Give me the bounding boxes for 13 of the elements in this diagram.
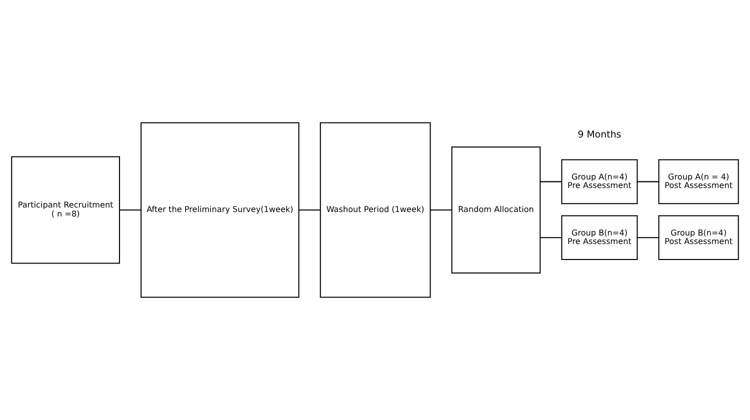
connector — [540, 181, 562, 182]
node-box: Group A(n=4) Pre Assessment — [561, 159, 638, 204]
connector — [638, 237, 659, 238]
node-box: Participant Recruitment ( n =8) — [11, 156, 120, 264]
node-box: Group B(n=4) Pre Assessment — [561, 215, 638, 260]
connector — [638, 181, 659, 182]
node-box: Group A(n = 4) Post Assessment — [658, 159, 739, 204]
label: 9 Months — [578, 130, 622, 141]
connector — [540, 237, 562, 238]
node-box: Group B(n=4) Post Assessment — [658, 215, 739, 260]
node-box: Random Allocation — [451, 146, 541, 274]
node-box: After the Preliminary Survey(1week) — [140, 122, 300, 298]
node-box: Washout Period (1week) — [320, 122, 431, 298]
